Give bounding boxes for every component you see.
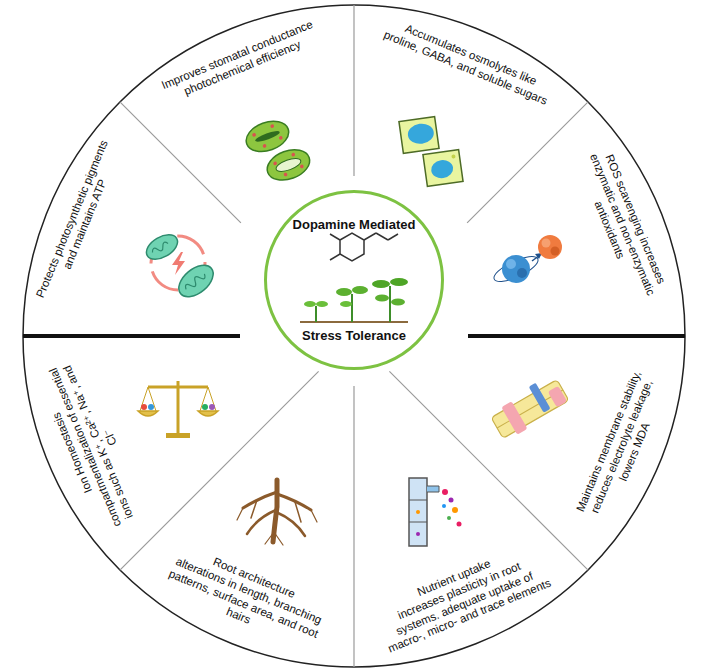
center-circle: Dopamine MediatedStress Tolerance <box>264 190 444 370</box>
center-title: Stress Tolerance <box>302 328 406 343</box>
center-title: Dopamine Mediated <box>293 217 416 232</box>
